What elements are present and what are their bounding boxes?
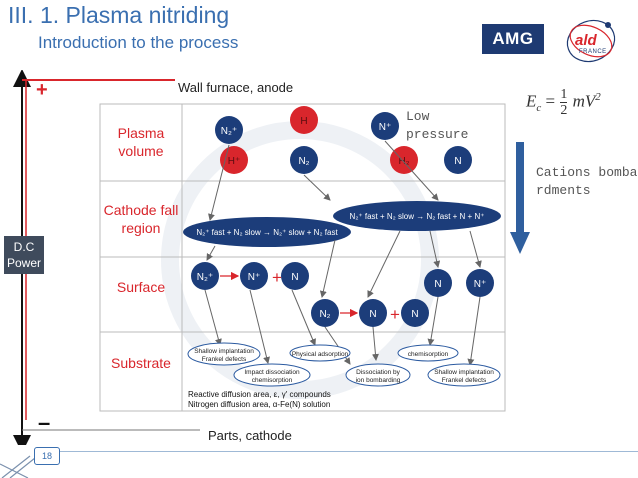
formula-den: 2 — [560, 103, 568, 118]
species-n2plus-plasma — [215, 116, 243, 144]
slide-subtitle: Introduction to the process — [38, 33, 239, 52]
dc-power-box — [4, 236, 44, 274]
plus-sign: + — [272, 268, 282, 287]
plus-label: + — [36, 79, 48, 101]
species-label: N⁺ — [379, 122, 392, 133]
species-label: N₂ — [319, 309, 330, 320]
cations-bombardment-note: Cations bombardments — [536, 165, 638, 198]
frankel-defects-2: Frankel defects — [442, 377, 487, 384]
species-n2plus-surface — [191, 262, 219, 290]
formula-lhs: E — [526, 91, 537, 111]
bombardment-arrow-icon — [510, 142, 530, 254]
reaction-ellipse-dissociation — [333, 201, 501, 231]
species-label: N — [411, 309, 418, 320]
species-label: N₂ — [298, 156, 309, 167]
row-label-plasma-2: volume — [118, 143, 163, 159]
species-nplus-surface-2 — [466, 269, 494, 297]
species-h-plasma — [290, 106, 318, 134]
impact-chemisorption: chemisorption — [252, 377, 293, 384]
species-n-surface-3 — [359, 299, 387, 327]
species-label: N₂⁺ — [197, 272, 213, 283]
species-label: H⁺ — [228, 156, 241, 167]
species-label: N⁺ — [248, 272, 261, 283]
species-n-surface — [281, 262, 309, 290]
species-h2-plasma — [390, 146, 418, 174]
ald-logo-subtext: FRANCE — [579, 49, 607, 55]
low-pressure-note: Low pressure — [406, 109, 469, 142]
species-n2-surface — [311, 299, 339, 327]
impact-dissociation: Impact dissociation — [244, 369, 300, 376]
physical-adsorption: Physical adsorption — [292, 351, 349, 358]
species-label: N — [454, 156, 461, 167]
row-label-surface: Surface — [117, 279, 165, 295]
shallow-implantation-2: Shallow implantation — [434, 369, 494, 376]
ion-bombarding: ion bombarding — [356, 377, 401, 384]
species-n-plasma — [444, 146, 472, 174]
chemisorption: chemisorption — [408, 351, 449, 358]
reaction-charge-exchange: N₂⁺ fast + N₂ slow → N₂⁺ slow + N₂ fast — [196, 228, 338, 237]
species-nplus-plasma — [371, 112, 399, 140]
cathode-label: Parts, cathode — [208, 428, 292, 443]
slide-title: III. 1. Plasma nitriding — [8, 2, 230, 28]
species-label: H — [300, 116, 307, 127]
dc-power-label-1: D.C — [14, 240, 35, 254]
ald-logo-emblem — [566, 19, 616, 63]
species-label: N — [369, 309, 376, 320]
dc-power-label-2: Power — [7, 256, 41, 270]
footer-divider — [60, 451, 638, 452]
species-label: N⁺ — [474, 279, 487, 290]
row-label-substrate: Substrate — [111, 355, 171, 371]
reaction-dissociation: N₂⁺ fast + N₂ slow → N₂ fast + N + N⁺ — [350, 212, 485, 221]
reaction-ellipse-charge-exchange — [183, 217, 351, 247]
shallow-implantation-1: Shallow implantation — [194, 348, 254, 355]
row-label-plasma: Plasma — [118, 125, 165, 141]
species-label: N — [434, 279, 441, 290]
species-n-surface-4 — [401, 299, 429, 327]
ald-logo-text: ald — [575, 32, 597, 49]
plus-sign: + — [390, 305, 400, 324]
formula-exp: 2 — [595, 90, 601, 103]
process-arrows — [204, 140, 482, 366]
row-label-cathode-2: region — [122, 220, 161, 236]
species-label: N₂⁺ — [221, 126, 237, 137]
species-label: N — [291, 272, 298, 283]
amg-logo: AMG — [482, 24, 544, 54]
formula-rhs: mV — [572, 91, 596, 111]
nitrogen-diffusion-area: Nitrogen diffusion area, α-Fe(N) solutio… — [188, 400, 330, 409]
species-n-surface-2 — [424, 269, 452, 297]
species-n2-plasma — [290, 146, 318, 174]
formula-num: 1 — [560, 87, 568, 103]
reactive-diffusion-area: Reactive diffusion area, ε, γ' compounds — [188, 390, 331, 399]
species-nplus-surface — [240, 262, 268, 290]
anode-label: Wall furnace, anode — [178, 80, 293, 95]
page-number: 18 — [34, 447, 60, 465]
row-label-cathode: Cathode fall — [104, 202, 179, 218]
plasma-nitriding-diagram: + – D.C Power Wall furnace, anode Parts,… — [4, 70, 506, 445]
minus-label: – — [38, 410, 50, 435]
frankel-defects-1: Frankel defects — [202, 356, 247, 363]
dissociation-by: Dissociation by — [356, 369, 400, 376]
substrate-mechanisms — [187, 342, 501, 387]
formula-sub: c — [536, 101, 542, 114]
